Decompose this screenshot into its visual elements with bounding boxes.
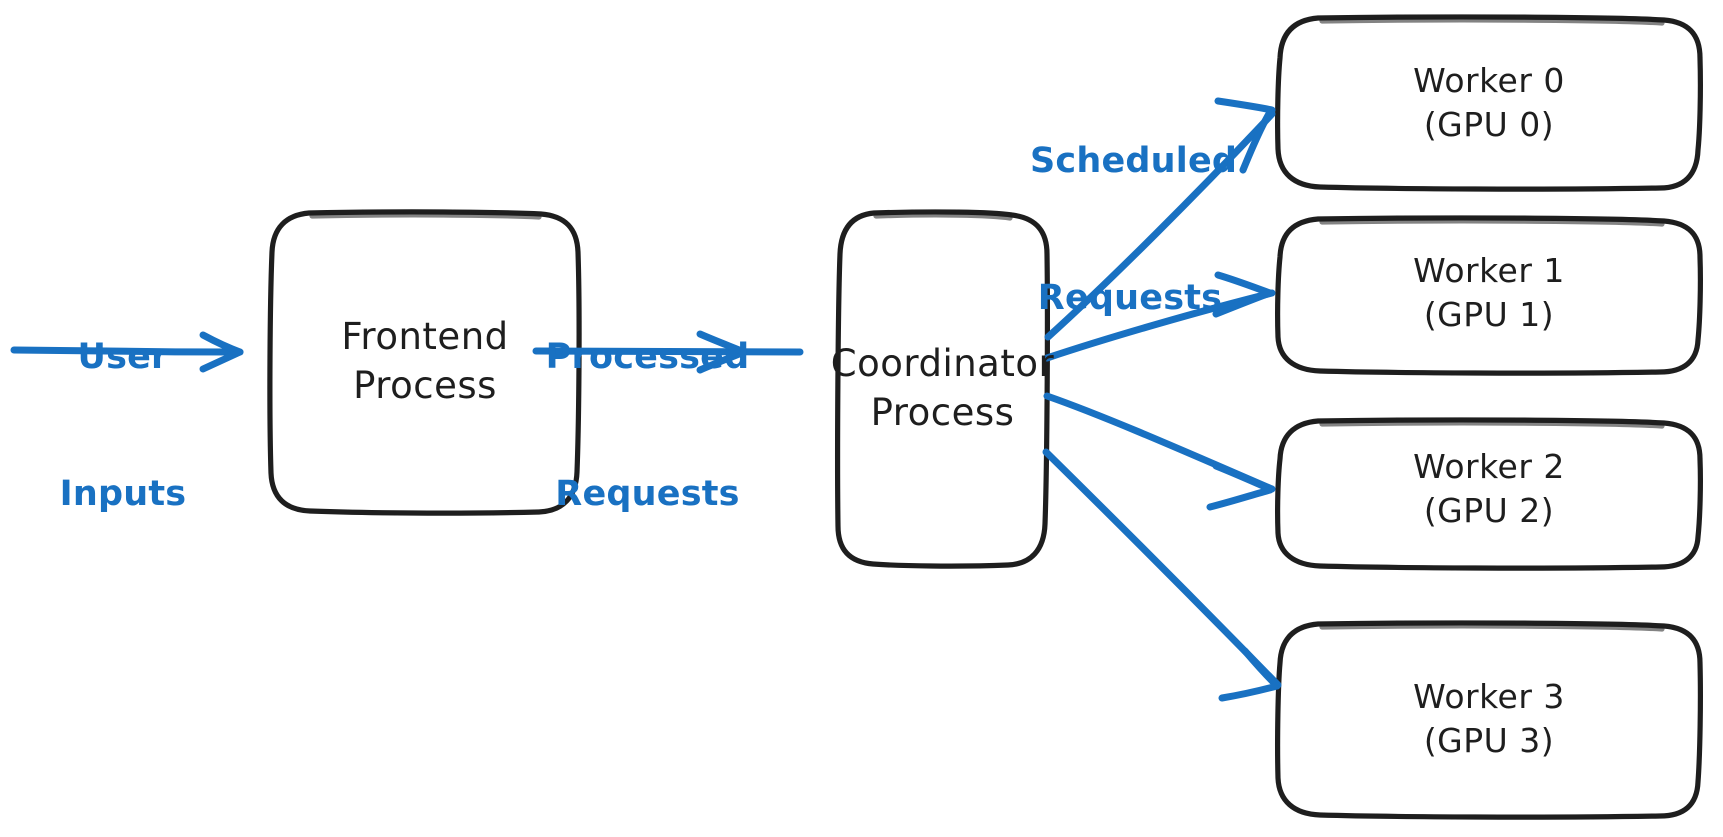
arrow-coordinator-to-worker3 — [1042, 448, 1282, 702]
edge-label-user-inputs: User Inputs — [48, 244, 198, 608]
worker1-box-outline — [1275, 215, 1703, 376]
edge-label-scheduled-requests: Scheduled Requests — [1030, 48, 1238, 412]
edge-label-processed-requests-line2: Requests — [555, 473, 740, 514]
node-coordinator-line2: Process — [870, 390, 1015, 434]
arrow-coordinator-to-worker0 — [1044, 97, 1276, 341]
edge-label-user-inputs-line1: User — [77, 337, 169, 377]
edge-label-processed-requests: Processed Requests — [545, 244, 750, 608]
node-worker-1-line1: Worker 1 — [1413, 251, 1565, 291]
node-worker-3-line1: Worker 3 — [1413, 677, 1565, 717]
arrow-user-to-frontend — [10, 331, 244, 373]
coordinator-box-outline — [835, 209, 1050, 569]
node-worker-0-line2: (GPU 0) — [1423, 104, 1555, 144]
edge-label-processed-requests-line1: Processed — [545, 337, 750, 377]
node-worker-2[interactable]: Worker 2 (GPU 2) — [1278, 420, 1700, 558]
node-worker-1-line2: (GPU 1) — [1423, 295, 1555, 334]
node-worker-2-line1: Worker 2 — [1413, 447, 1565, 487]
node-frontend-process[interactable]: Frontend Process — [272, 212, 578, 512]
node-frontend-line1: Frontend — [341, 315, 509, 359]
edge-label-scheduled-requests-line2: Requests — [1037, 277, 1223, 318]
arrow-coordinator-to-worker1 — [1043, 271, 1276, 362]
arrow-coordinator-to-worker2 — [1043, 392, 1276, 511]
node-worker-3[interactable]: Worker 3 (GPU 3) — [1278, 623, 1700, 815]
node-coordinator-process[interactable]: Coordinator Process — [820, 212, 1065, 565]
node-coordinator-line1: Coordinator — [830, 341, 1055, 385]
node-worker-2-line2: (GPU 2) — [1423, 491, 1555, 530]
worker3-box-outline — [1275, 620, 1703, 820]
edge-label-scheduled-requests-line1: Scheduled — [1030, 141, 1238, 181]
worker0-box-outline — [1275, 14, 1703, 192]
frontend-box-outline — [267, 209, 582, 516]
edge-label-user-inputs-line2: Inputs — [59, 473, 187, 514]
node-worker-0[interactable]: Worker 0 (GPU 0) — [1278, 17, 1700, 188]
node-worker-3-line2: (GPU 3) — [1423, 721, 1555, 760]
node-worker-1[interactable]: Worker 1 (GPU 1) — [1278, 218, 1700, 368]
node-frontend-line2: Process — [353, 364, 497, 407]
arrow-frontend-to-coordinator — [532, 330, 804, 374]
worker2-box-outline — [1275, 417, 1703, 571]
node-worker-0-line1: Worker 0 — [1413, 60, 1565, 100]
